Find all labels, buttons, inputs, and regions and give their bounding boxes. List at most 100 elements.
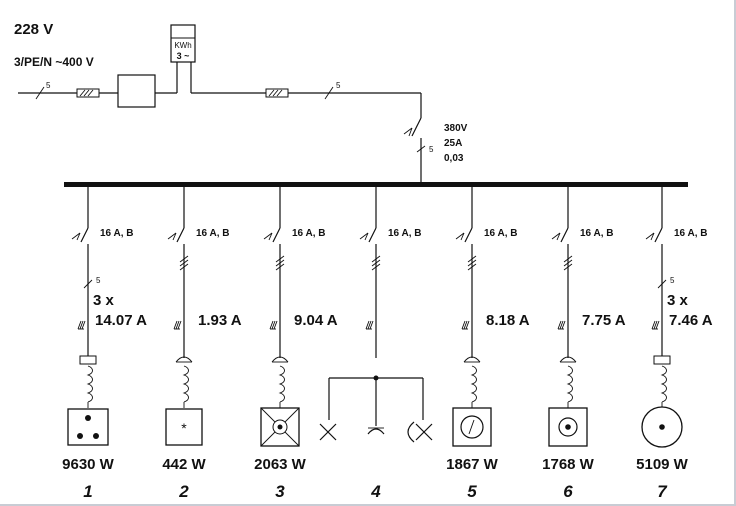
circuit-3-power: 2063 W	[254, 456, 307, 473]
circuit-2-current: 1.93 A	[198, 312, 242, 329]
busbar	[64, 182, 688, 187]
circuit-6-cable-marker	[557, 320, 566, 330]
circuit-3-conductor-ticks	[275, 255, 285, 271]
circuit-2-conductor-ticks	[179, 255, 189, 271]
circuit-2: 16 A, B1.93 A*442 W2	[162, 187, 242, 501]
circuit-7-conductor-count: 5	[670, 276, 675, 285]
circuit-7-current-prefix: 3 x	[667, 292, 689, 309]
circuit-5-cable-marker	[461, 320, 470, 330]
meter-out-conductor-count: 5	[336, 81, 341, 90]
circuit-7-power: 5109 W	[636, 456, 689, 473]
ceiling-light-icon: *	[165, 408, 203, 446]
lighting-group-icon	[319, 375, 433, 443]
circuit-3-terminal	[271, 356, 289, 363]
circuit-1-current-prefix: 3 x	[93, 292, 115, 309]
main-breaker-current: 25A	[444, 138, 462, 149]
circuit-3-breaker-contact	[272, 227, 281, 243]
meter-fuse-icon	[265, 88, 289, 98]
circuit-3-breaker-actuator	[263, 232, 273, 240]
circuit-5-breaker-contact	[464, 227, 473, 243]
circuit-4-conductor-ticks	[371, 255, 381, 271]
circuit-4-breaker-contact	[368, 227, 377, 243]
circuit-7-breaker-actuator	[645, 232, 655, 240]
circuit-1-breaker-contact	[80, 227, 89, 243]
circuit-2-terminal	[175, 356, 193, 363]
circuit-2-power: 442 W	[162, 456, 206, 473]
main-breaker-contact	[411, 117, 422, 137]
single-socket-icon	[548, 407, 588, 447]
circuit-1-conductor-count: 5	[96, 276, 101, 285]
circuit-7-current: 7.46 A	[669, 312, 713, 329]
supply-voltage-label: 228 V	[14, 21, 53, 38]
circuit-6-terminal	[559, 356, 577, 363]
main-breaker-sensitivity: 0,03	[444, 153, 464, 164]
circuit-7-number: 7	[657, 482, 668, 501]
circuit-7-conductor-tick	[657, 279, 667, 289]
meter-out-conductor-tick	[324, 86, 334, 100]
circuit-4-breaker-label: 16 A, B	[388, 228, 422, 239]
circuit-5-conductor-ticks	[467, 255, 477, 271]
circuit-5-terminal	[463, 356, 481, 363]
three-phase-socket-icon	[67, 408, 109, 446]
ventilator-icon	[260, 407, 300, 447]
circuit-6-breaker-contact	[560, 227, 569, 243]
circuit-1-conductor-tick	[83, 279, 93, 289]
circuit-4: 16 A, B4	[319, 187, 433, 501]
circuit-6-current: 7.75 A	[582, 312, 626, 329]
circuit-1-current: 14.07 A	[95, 312, 147, 329]
circuit-5-breaker-actuator	[455, 232, 465, 240]
circuit-7-breaker-contact	[654, 227, 663, 243]
circuit-7-breaker-label: 16 A, B	[674, 228, 708, 239]
circuit-5-breaker-label: 16 A, B	[484, 228, 518, 239]
circuit-5-flex-cord	[470, 365, 477, 403]
circuit-1: 5 16 A, B 3 x 14.07 A 9630 W 1	[62, 187, 147, 501]
energy-meter: KWh 3 ~	[170, 24, 196, 63]
main-breaker-actuator	[403, 127, 413, 135]
circuit-3: 16 A, B 9.04 A 2063 W 3	[254, 187, 338, 501]
motor-icon	[641, 406, 683, 448]
circuit-1-power: 9630 W	[62, 456, 115, 473]
circuit-3-breaker-label: 16 A, B	[292, 228, 326, 239]
circuit-5-current: 8.18 A	[486, 312, 530, 329]
main-breaker-voltage: 380V	[444, 123, 468, 134]
supply-system-label: 3/PE/N ~400 V	[14, 55, 94, 69]
circuit-1-cable-marker	[77, 320, 86, 330]
circuit-1-breaker-label: 16 A, B	[100, 228, 134, 239]
circuit-2-breaker-actuator	[167, 232, 177, 240]
circuit-3-number: 3	[275, 482, 285, 501]
main-switch-box	[117, 74, 156, 108]
circuit-7-cable-marker	[651, 320, 660, 330]
wall-lamp-icon	[452, 407, 492, 447]
circuit-1-flex-cord	[86, 365, 93, 403]
meter-phase: 3 ~	[177, 51, 190, 61]
circuit-2-number: 2	[178, 482, 189, 501]
main-breaker-conductor-tick	[416, 145, 426, 153]
circuit-7: 5 16 A, B 3 x 7.46 A 5109 W 7	[636, 187, 713, 501]
circuit-4-breaker-actuator	[359, 232, 369, 240]
circuit-2-cable-marker	[173, 320, 182, 330]
meter-unit: KWh	[174, 41, 191, 50]
circuit-7-flex-cord	[660, 365, 667, 403]
incoming-conductor-count: 5	[46, 81, 51, 90]
circuit-6-flex-cord	[566, 365, 573, 403]
branch-circuits: 5 16 A, B 3 x 14.07 A 9630 W 1 16 A, B 1.93 A * 4…	[62, 187, 713, 501]
main-breaker-conductor-count: 5	[429, 145, 434, 154]
circuit-3-current: 9.04 A	[294, 312, 338, 329]
circuit-3-flex-cord	[278, 365, 285, 403]
incoming-conductor-tick	[35, 86, 45, 100]
circuit-4-cable-marker	[365, 320, 374, 330]
circuit-6-breaker-label: 16 A, B	[580, 228, 614, 239]
circuit-7-terminal	[653, 355, 671, 365]
svg-text:*: *	[181, 420, 187, 436]
circuit-5-power: 1867 W	[446, 456, 499, 473]
circuit-1-terminal	[79, 355, 97, 365]
circuit-1-breaker-actuator	[71, 232, 81, 240]
circuit-1-number: 1	[83, 482, 92, 501]
circuit-6-conductor-ticks	[563, 255, 573, 271]
incoming-fuse-icon	[76, 88, 100, 98]
circuit-2-flex-cord	[182, 365, 189, 403]
circuit-6-power: 1768 W	[542, 456, 595, 473]
